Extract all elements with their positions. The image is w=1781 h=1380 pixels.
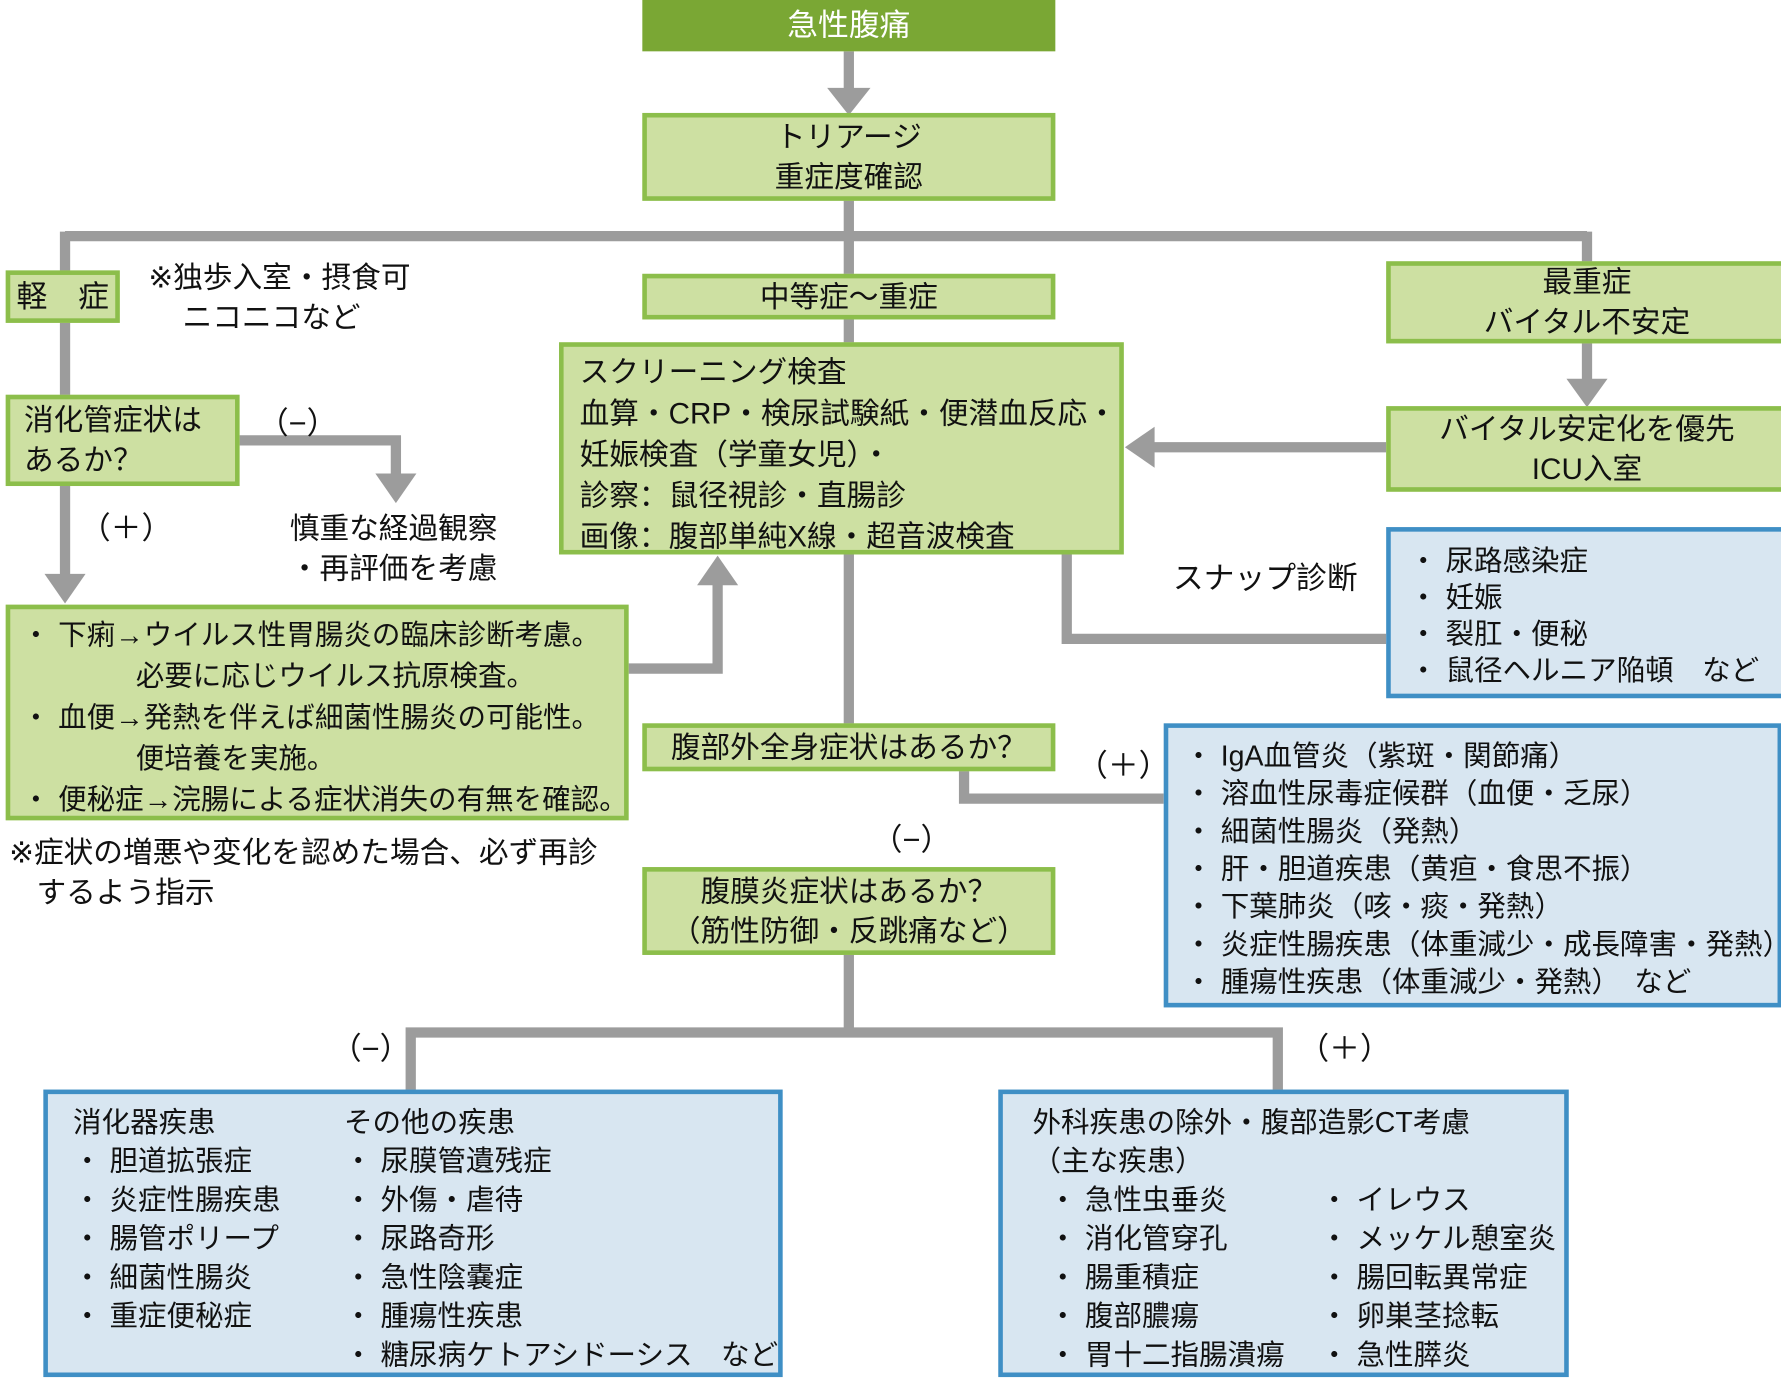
surgical-col2-item-2: ・ メッケル憩室炎: [1320, 1223, 1557, 1255]
nonsurgical-col2-item-1: ・ 尿膜管遺残症: [344, 1145, 552, 1178]
observe-note-line2: ・再評価を考慮: [289, 551, 498, 586]
node-mild-label: 軽 症: [16, 278, 109, 314]
nonsurgical-col1-item-3: ・ 腸管ポリープ: [73, 1223, 279, 1255]
management-line-5: ・ 便秘症→浣腸による症状消失の有無を確認。: [21, 783, 628, 816]
mild-footnote-line1: ※症状の増悪や変化を認めた場合、必ず再診: [9, 835, 598, 870]
screening-line-4: 診察：鼠径視診・直腸診: [579, 478, 906, 513]
node-acute-abdominal-pain-label: 急性腹痛: [787, 7, 911, 43]
label-systemic-minus: （−）: [871, 822, 952, 857]
nonsurgical-col2-header: その他の疾患: [344, 1106, 516, 1139]
surgical-col2-item-3: ・ 腸回転異常症: [1320, 1261, 1528, 1294]
node-mild-management: ・ 下痢→ウイルス性胃腸炎の臨床診断考慮。 必要に応じウイルス抗原検査。 ・ 血…: [5, 604, 629, 821]
snap-diagnosis-label: スナップ診断: [1172, 561, 1358, 596]
surgical-col2: ・ イレウス ・ メッケル憩室炎 ・ 腸回転異常症 ・ 卵巣茎捻転 ・ 急性膵炎: [1320, 1181, 1564, 1375]
node-triage-line2: 重症度確認: [774, 159, 923, 194]
mild-footnote-line2: するよう指示: [36, 875, 215, 910]
nonsurgical-col2-item-3: ・ 尿路奇形: [344, 1223, 495, 1255]
surgical-header-line1: 外科疾患の除外・腹部造影CT考慮: [1032, 1106, 1470, 1139]
label-gi-plus: （＋）: [79, 511, 173, 546]
nonsurgical-col2: その他の疾患 ・ 尿膜管遺残症 ・ 外傷・虐待 ・ 尿路奇形 ・ 急性陰嚢症 ・…: [344, 1103, 778, 1375]
node-acute-abdominal-pain: 急性腹痛: [642, 0, 1056, 52]
management-line-4: 便培養を実施。: [135, 742, 336, 775]
management-line-1: ・ 下痢→ウイルス性胃腸炎の臨床診断考慮。: [21, 619, 601, 652]
label-split-minus: （−）: [330, 1031, 411, 1066]
node-most-severe-line1: 最重症: [1542, 264, 1632, 299]
mild-footnote: ※症状の増悪や変化を認めた場合、必ず再診 するよう指示: [9, 833, 597, 913]
nonsurgical-col2-item-2: ・ 外傷・虐待: [344, 1184, 524, 1217]
node-moderate-severe: 中等症〜重症: [642, 273, 1056, 320]
peritonitis-question-line1: 腹膜炎症状はあるか？: [700, 873, 998, 908]
screening-line-2: 血算・CRP・検尿試験紙・便潜血反応・: [579, 395, 1117, 431]
snap-item-1: ・ 尿路感染症: [1409, 545, 1589, 578]
node-gi-symptoms-question: 消化管症状は あるか？: [5, 394, 240, 487]
mild-note-line1: ※独歩入室・摂食可: [148, 260, 411, 295]
vital-line1: バイタル安定化を優先: [1439, 411, 1735, 446]
systemic-item-6: ・ 炎症性腸疾患（体重減少・成長障害・発熱）: [1184, 928, 1781, 961]
systemic-item-3: ・ 細菌性腸炎（発熱）: [1184, 815, 1478, 848]
nonsurgical-col1: 消化器疾患 ・ 胆道拡張症 ・ 炎症性腸疾患 ・ 腸管ポリープ ・ 細菌性腸炎 …: [73, 1103, 344, 1375]
node-snap-diagnosis-list: ・ 尿路感染症 ・ 妊娠 ・ 裂肛・便秘 ・ 鼠径ヘルニア陥頓 など: [1386, 527, 1781, 699]
nonsurgical-col2-item-6: ・ 糖尿病ケトアシドーシス など: [344, 1339, 779, 1372]
label-split-plus: （＋）: [1298, 1031, 1391, 1066]
vital-line2: ICU入室: [1531, 451, 1643, 486]
management-line-2: 必要に応じウイルス抗原検査。: [135, 660, 536, 693]
nonsurgical-col1-item-1: ・ 胆道拡張症: [73, 1145, 253, 1178]
node-nonsurgical-disease-list: 消化器疾患 ・ 胆道拡張症 ・ 炎症性腸疾患 ・ 腸管ポリープ ・ 細菌性腸炎 …: [43, 1089, 783, 1378]
systemic-item-7: ・ 腫瘍性疾患（体重減少・発熱） など: [1184, 966, 1692, 999]
systemic-item-5: ・ 下葉肺炎（咳・痰・発熱）: [1184, 891, 1563, 923]
nonsurgical-col2-item-4: ・ 急性陰嚢症: [344, 1261, 524, 1294]
node-most-severe-line2: バイタル不安定: [1483, 304, 1691, 339]
mild-note-line2: ニコニコなど: [182, 300, 361, 335]
observe-note: 慎重な経過観察 ・再評価を考慮: [290, 509, 498, 589]
node-triage: トリアージ 重症度確認: [642, 112, 1056, 201]
node-vital-stabilization: バイタル安定化を優先 ICU入室: [1386, 406, 1781, 492]
surgical-col1-item-3: ・ 腸重積症: [1048, 1261, 1200, 1294]
systemic-item-1: ・ IgA血管炎（紫斑・関節痛）: [1184, 740, 1578, 773]
nonsurgical-col1-item-4: ・ 細菌性腸炎: [73, 1261, 253, 1294]
node-systemic-disease-list: ・ IgA血管炎（紫斑・関節痛） ・ 溶血性尿毒症候群（血便・乏尿） ・ 細菌性…: [1163, 723, 1781, 1008]
node-peritonitis-question: 腹膜炎症状はあるか？ （筋性防御・反跳痛など）: [642, 867, 1056, 955]
surgical-col2-item-5: ・ 急性膵炎: [1320, 1339, 1471, 1372]
surgical-header-line2: （主な疾患）: [1032, 1145, 1204, 1178]
node-mild: 軽 症: [5, 270, 120, 323]
node-screening-tests: スクリーニング検査 血算・CRP・検尿試験紙・便潜血反応・ 妊娠検査（学童女児）…: [559, 342, 1124, 555]
systemic-question-label: 腹部外全身症状はあるか？: [670, 729, 1027, 764]
surgical-col2-item-4: ・ 卵巣茎捻転: [1320, 1300, 1500, 1333]
node-most-severe: 最重症 バイタル不安定: [1386, 261, 1781, 344]
snap-item-2: ・ 妊娠: [1409, 581, 1503, 614]
screening-line-5: 画像：腹部単純X線・超音波検査: [579, 519, 1015, 554]
nonsurgical-col1-item-2: ・ 炎症性腸疾患: [73, 1184, 281, 1217]
gi-question-line1: 消化管症状は: [23, 402, 202, 437]
management-line-3: ・ 血便→発熱を伴えば細菌性腸炎の可能性。: [21, 701, 601, 734]
surgical-col2-item-1: ・ イレウス: [1320, 1184, 1471, 1217]
observe-note-line1: 慎重な経過観察: [289, 511, 498, 546]
label-systemic-plus: （＋）: [1077, 748, 1170, 783]
node-moderate-severe-label: 中等症〜重症: [759, 278, 938, 314]
nonsurgical-col2-item-5: ・ 腫瘍性疾患: [344, 1300, 524, 1333]
mild-note: ※独歩入室・摂食可 ニコニコなど: [148, 258, 410, 338]
surgical-col1-item-5: ・ 胃十二指腸潰瘍: [1048, 1339, 1285, 1372]
screening-line-3: 妊娠検査（学童女児）・: [579, 436, 892, 472]
gi-question-line2: あるか？: [23, 442, 143, 477]
systemic-item-2: ・ 溶血性尿毒症候群（血便・乏尿）: [1184, 778, 1649, 811]
snap-item-4: ・ 鼠径ヘルニア陥頓 など: [1409, 654, 1760, 687]
surgical-col1-item-4: ・ 腹部膿瘍: [1048, 1300, 1200, 1333]
nonsurgical-col1-item-5: ・ 重症便秘症: [73, 1300, 253, 1333]
node-systemic-symptoms-question: 腹部外全身症状はあるか？: [642, 723, 1056, 772]
screening-line-1: スクリーニング検査: [579, 354, 847, 390]
surgical-col1: ・ 急性虫垂炎 ・ 消化管穿孔 ・ 腸重積症 ・ 腹部膿瘍 ・ 胃十二指腸潰瘍: [1048, 1181, 1320, 1375]
peritonitis-question-line2: （筋性防御・反跳痛など）: [670, 913, 1027, 948]
systemic-item-4: ・ 肝・胆道疾患（黄疸・食思不振）: [1184, 853, 1649, 886]
nonsurgical-col1-header: 消化器疾患: [73, 1106, 216, 1139]
surgical-col1-item-1: ・ 急性虫垂炎: [1048, 1184, 1228, 1217]
node-triage-line1: トリアージ: [775, 119, 922, 154]
snap-item-3: ・ 裂肛・便秘: [1409, 618, 1589, 651]
node-surgical-disease-list: 外科疾患の除外・腹部造影CT考慮 （主な疾患） ・ 急性虫垂炎 ・ 消化管穿孔 …: [998, 1089, 1569, 1378]
surgical-col1-item-2: ・ 消化管穿孔: [1048, 1223, 1228, 1255]
label-gi-minus: （−）: [257, 406, 338, 441]
